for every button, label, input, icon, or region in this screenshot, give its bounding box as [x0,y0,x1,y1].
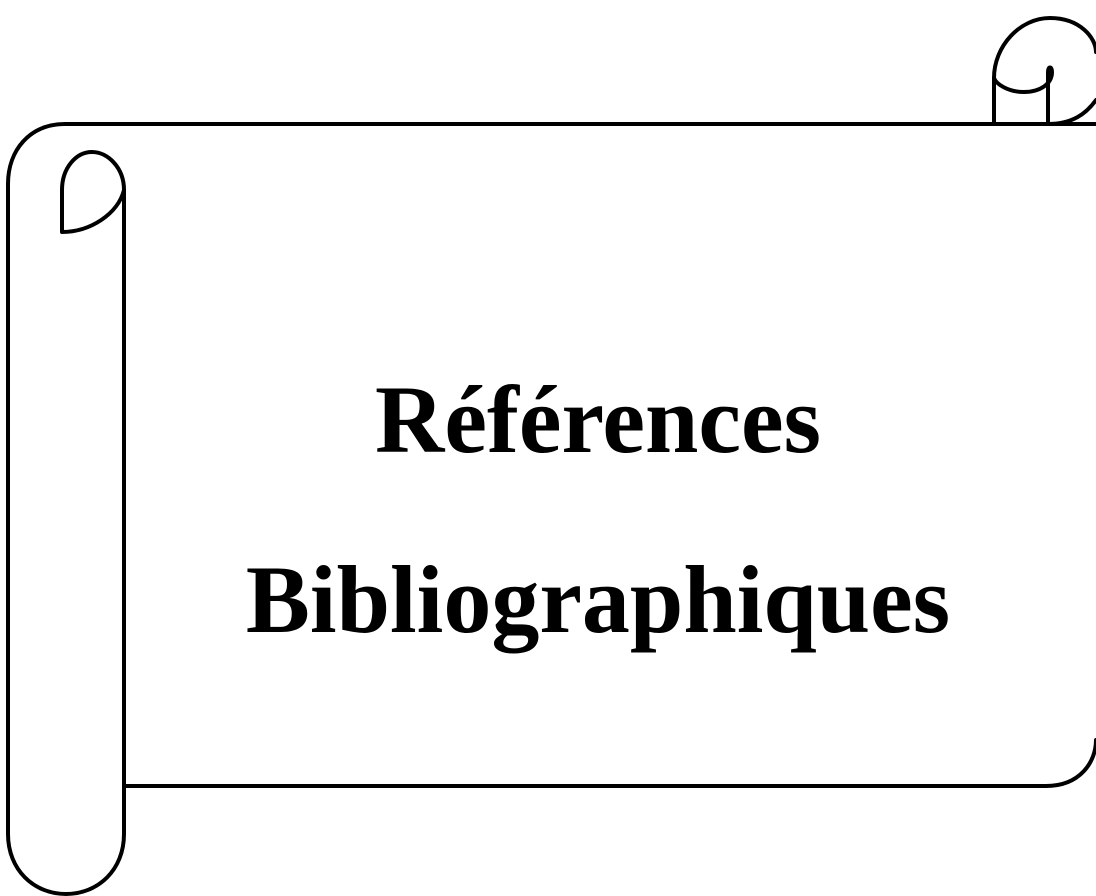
right-roll-curl [992,16,1096,126]
scroll-bottom-edge [122,738,1096,788]
title-bibliographiques: Bibliographiques [245,546,951,653]
right-roll-edge [1046,98,1096,126]
left-roll-outer [6,122,126,896]
title-references: Références [375,366,821,473]
right-roll-inner [992,65,1054,126]
left-roll-curl [60,150,126,234]
